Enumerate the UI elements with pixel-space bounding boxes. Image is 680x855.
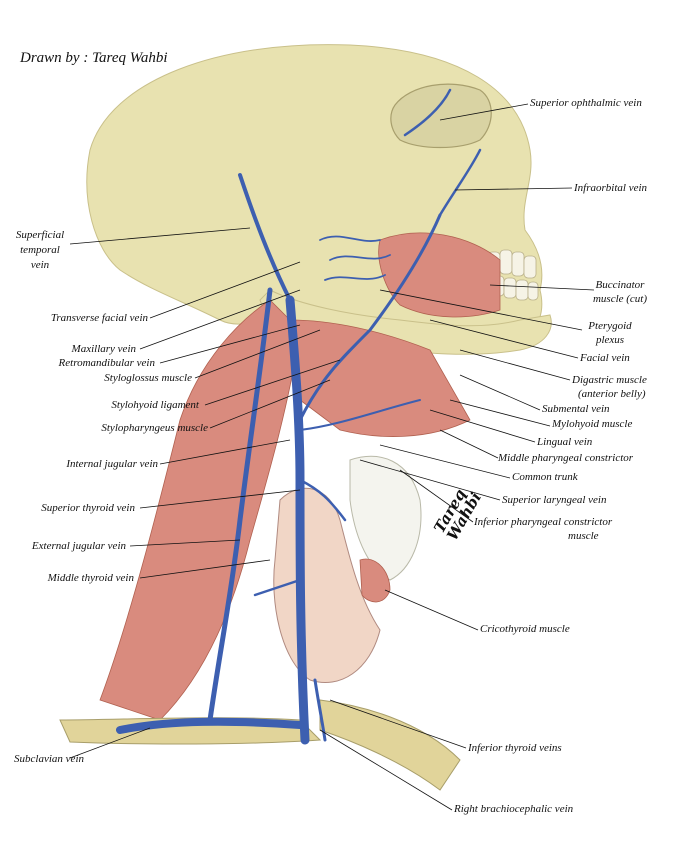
orbit (390, 83, 492, 149)
label-submental-vein: Submental vein (542, 403, 610, 415)
cricothyroid-muscle (359, 558, 391, 603)
label-transverse-facial-vein: Transverse facial vein (50, 312, 148, 324)
label-digastric-1: Digastric muscle (572, 374, 647, 386)
label-superior-ophthalmic-vein: Superior ophthalmic vein (530, 97, 642, 109)
pterygoid-plexus (319, 235, 391, 281)
label-inferior-thyroid-veins: Inferior thyroid veins (468, 742, 562, 754)
label-retromandibular-vein: Retromandibular vein (58, 357, 155, 369)
label-buccinator-1: Buccinator (595, 279, 645, 291)
credit-text: Drawn by : Tareq Wahbi (20, 50, 168, 66)
label-digastric-2: (anterior belly) (578, 388, 646, 400)
label-superior-thyroid-vein: Superior thyroid vein (41, 502, 135, 514)
inferior-thyroid-veins (313, 678, 327, 742)
superior-ophthalmic-vein (403, 88, 452, 137)
label-internal-jugular-vein: Internal jugular vein (66, 458, 158, 470)
infraorbital-vein (438, 148, 482, 217)
label-stylohyoid-ligament: Stylohyoid ligament (111, 399, 199, 411)
superficial-temporal-vein (238, 173, 292, 302)
subclavian-vein (116, 717, 304, 734)
label-facial-vein: Facial vein (580, 352, 630, 364)
label-subclavian-vein: Subclavian vein (14, 753, 84, 765)
label-common-trunk: Common trunk (512, 471, 578, 483)
label-pterygoid-1: Pterygoid (588, 320, 632, 332)
label-cricothyroid-muscle: Cricothyroid muscle (480, 623, 570, 635)
label-superior-laryngeal-vein: Superior laryngeal vein (502, 494, 607, 506)
label-maxillary-vein: Maxillary vein (71, 343, 136, 355)
label-styloglossus-muscle: Styloglossus muscle (104, 372, 192, 384)
label-lingual-vein: Lingual vein (537, 436, 593, 448)
label-mylohyoid-muscle: Mylohyoid muscle (552, 418, 633, 430)
leader-lines (69, 103, 595, 811)
label-infraorbital-vein: Infraorbital vein (574, 182, 648, 194)
label-superficial-temporal-2: temporal (20, 244, 60, 256)
label-right-brachiocephalic-vein: Right brachiocephalic vein (454, 803, 574, 815)
teeth (487, 249, 539, 301)
label-inferior-pharyngeal-2: muscle (568, 530, 599, 542)
middle-thyroid-vein (253, 578, 302, 597)
sternum-rib (319, 699, 461, 791)
internal-jugular-vein (285, 295, 310, 745)
label-middle-thyroid-vein: Middle thyroid vein (47, 572, 134, 584)
label-pterygoid-2: plexus (595, 334, 625, 346)
label-inferior-pharyngeal-1: Inferior pharyngeal constrictor (474, 516, 613, 528)
label-external-jugular-vein: External jugular vein (31, 540, 126, 552)
superior-thyroid-vein (298, 478, 347, 522)
veins (116, 88, 482, 745)
facial-vein (298, 213, 442, 422)
label-buccinator-2: muscle (cut) (592, 293, 648, 305)
external-jugular-vein (207, 287, 273, 723)
label-superficial-temporal-3: vein (30, 259, 50, 271)
label-superficial-temporal-1: Superficial (15, 229, 65, 241)
lingual-vein (299, 399, 421, 431)
neck-muscle-anterior (289, 319, 471, 437)
larynx-cartilage (349, 455, 422, 581)
label-stylopharyngeus-muscle: Stylopharyngeus muscle (101, 422, 208, 434)
label-middle-pharyngeal-constrictor: Middle pharyngeal constrictor (498, 452, 634, 464)
